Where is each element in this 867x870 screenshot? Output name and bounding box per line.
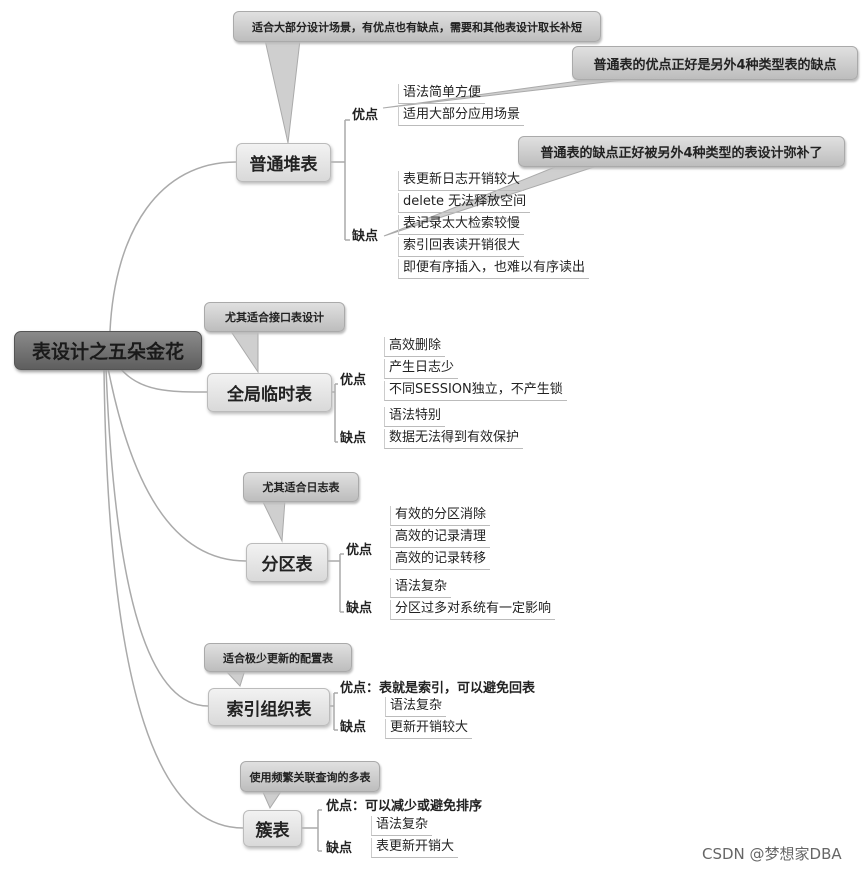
branch-note: 尤其适合日志表: [243, 472, 359, 502]
cons-item: 即便有序插入，也难以有序读出: [398, 259, 590, 279]
root-node: 表设计之五朵金花: [14, 331, 202, 370]
pros-note: 普通表的优点正好是另外4种类型表的缺点: [572, 46, 858, 80]
pros-item: 不同SESSION独立，不产生锁: [384, 381, 567, 401]
cons-item: 表记录太大检索较慢: [398, 215, 525, 235]
cons-item: 语法复杂: [385, 697, 447, 717]
cons-label: 缺点: [340, 431, 367, 446]
cons-item: 表更新开销大: [371, 838, 459, 858]
cons-label: 缺点: [346, 601, 373, 616]
cons-label: 缺点: [340, 720, 367, 735]
cons-item: 语法特别: [384, 407, 446, 427]
pros-label: 优点: [346, 543, 373, 558]
cons-item: 数据无法得到有效保护: [384, 429, 524, 449]
branch-note: 适合极少更新的配置表: [204, 643, 352, 672]
branch-node: 分区表: [246, 543, 328, 582]
pros-text: 优点：可以减少或避免排序: [326, 799, 483, 814]
branch-node: 索引组织表: [208, 688, 330, 726]
pros-item: 适用大部分应用场景: [398, 106, 525, 126]
pros-item: 高效的记录清理: [390, 528, 491, 548]
pros-label: 优点: [352, 108, 379, 123]
cons-label: 缺点: [352, 229, 379, 244]
pros-item: 高效删除: [384, 337, 446, 357]
cons-item: 索引回表读开销很大: [398, 237, 525, 257]
watermark: CSDN @梦想家DBA: [702, 845, 842, 863]
branch-node: 全局临时表: [207, 373, 332, 412]
cons-item: 更新开销较大: [385, 719, 473, 739]
pros-label: 优点: [340, 373, 367, 388]
cons-item: 语法复杂: [390, 578, 452, 598]
cons-item: 分区过多对系统有一定影响: [390, 600, 556, 620]
cons-item: delete 无法释放空间: [398, 193, 531, 213]
pros-item: 高效的记录转移: [390, 550, 491, 570]
branch-node: 普通堆表: [236, 143, 331, 182]
cons-note: 普通表的缺点正好被另外4种类型的表设计弥补了: [518, 136, 845, 167]
pros-item: 语法简单方便: [398, 84, 486, 104]
pros-text: 优点：表就是索引，可以避免回表: [340, 681, 536, 696]
cons-label: 缺点: [326, 841, 353, 856]
cons-item: 表更新日志开销较大: [398, 171, 525, 191]
branch-node: 簇表: [243, 810, 302, 847]
branch-note: 尤其适合接口表设计: [204, 302, 345, 332]
branch-note: 使用频繁关联查询的多表: [240, 761, 380, 792]
cons-item: 语法复杂: [371, 816, 433, 836]
pros-item: 有效的分区消除: [390, 506, 491, 526]
pros-item: 产生日志少: [384, 359, 459, 379]
branch-note: 适合大部分设计场景，有优点也有缺点，需要和其他表设计取长补短: [233, 11, 601, 42]
